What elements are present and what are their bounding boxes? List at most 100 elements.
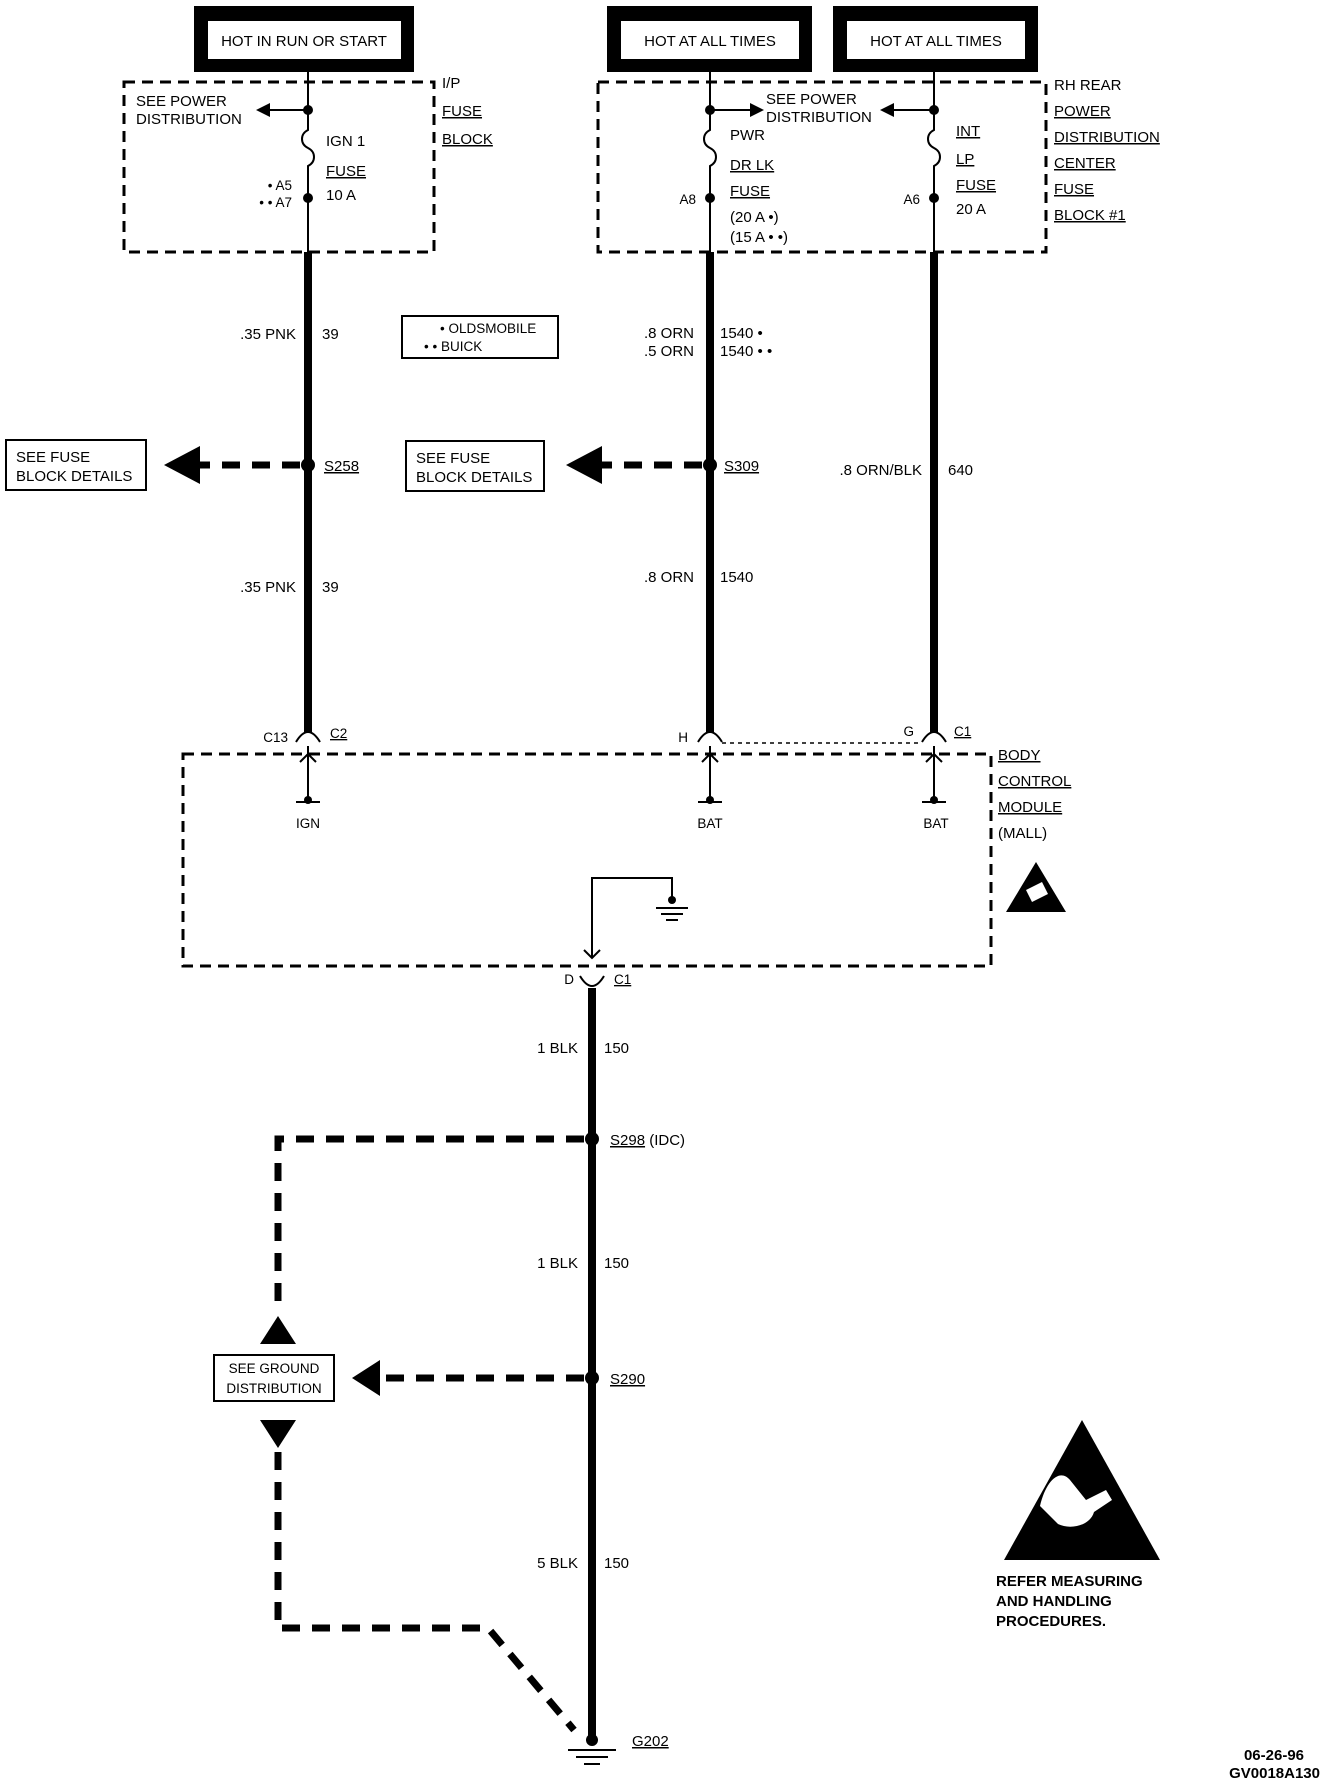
arrow-left-icon: [256, 103, 270, 117]
w640-num: 640: [948, 462, 973, 479]
bcm-ign: IGN: [296, 816, 320, 831]
rear-fuse-block: SEE POWER DISTRIBUTION PWR DR LK FUSE (2…: [596, 72, 1160, 254]
h-label: H: [678, 730, 688, 745]
header-ign-label: HOT IN RUN OR START: [221, 33, 387, 50]
footer-date: 06-26-96: [1244, 1747, 1304, 1764]
ip-pin-a7: • • A7: [259, 195, 292, 210]
header-int-box: HOT AT ALL TIMES: [833, 6, 1038, 72]
fuse-symbol-icon: [927, 110, 941, 198]
bcm-label-4: (MALL): [998, 825, 1047, 842]
w150-b-num: 150: [604, 1255, 629, 1272]
w150-c-num: 150: [604, 1555, 629, 1572]
rear-label-3: DISTRIBUTION: [1054, 129, 1160, 146]
w1540-b-color: .5 ORN: [644, 343, 694, 360]
rear-label-4: CENTER: [1054, 155, 1116, 172]
legend-olds: • OLDSMOBILE: [440, 321, 536, 336]
splice-s298: [585, 1132, 599, 1146]
rear-label-1: RH REAR: [1054, 77, 1122, 94]
g-label: G: [903, 724, 914, 739]
rear-label-2: POWER: [1054, 103, 1111, 120]
fuse-symbol-icon: [301, 110, 315, 198]
bcm-bat-2: BAT: [923, 816, 948, 831]
ip-see-power-1: SEE POWER: [136, 93, 227, 110]
w150-c-color: 5 BLK: [537, 1555, 578, 1572]
arrow-left-icon: [566, 446, 602, 484]
connector-c1-top-h: H: [678, 730, 723, 745]
legend-box: • OLDSMOBILE • • BUICK: [401, 315, 559, 359]
footer-code: GV0018A130: [1229, 1765, 1320, 1782]
ip-fuse-block: SEE POWER DISTRIBUTION IGN 1 FUSE 10 A •…: [122, 72, 493, 254]
esd-note-3: PROCEDURES.: [996, 1613, 1106, 1630]
w150-a-num: 150: [604, 1040, 629, 1057]
arrow-down-icon: [260, 1420, 296, 1448]
ip-label-3: BLOCK: [442, 131, 493, 148]
esd-warning-icon-large: [1004, 1420, 1160, 1560]
w1540-b-num: 1540 • •: [720, 343, 772, 360]
s258-label: S258: [324, 458, 359, 475]
esd-note-2: AND HANDLING: [996, 1593, 1112, 1610]
w150-a-color: 1 BLK: [537, 1040, 578, 1057]
arrow-left-icon: [880, 103, 894, 117]
pwr-fuse-2: DR LK: [730, 157, 774, 174]
w150-b-color: 1 BLK: [537, 1255, 578, 1272]
c1-bottom-label: C1: [614, 972, 631, 987]
ip-see-power-2: DISTRIBUTION: [136, 111, 242, 128]
int-fuse-3: FUSE: [956, 177, 996, 194]
g202-label: G202: [632, 1733, 669, 1750]
ip-fuse-word: FUSE: [326, 163, 366, 180]
arrow-left-icon: [164, 446, 200, 484]
rear-label-5: FUSE: [1054, 181, 1094, 198]
splice-s309: [703, 458, 717, 472]
bcm-label-3: MODULE: [998, 799, 1062, 816]
bcm-bat-1: BAT: [697, 816, 722, 831]
rear-see-power-1: SEE POWER: [766, 91, 857, 108]
fuse-details-mid-1: SEE FUSE: [416, 450, 490, 467]
rear-see-power-2: DISTRIBUTION: [766, 109, 872, 126]
c1-top-label: C1: [954, 724, 971, 739]
ground-ref-1: SEE GROUND: [229, 1361, 320, 1376]
ip-fuse-amps: 10 A: [326, 187, 356, 204]
splice-s290: [585, 1371, 599, 1385]
header-pwr-box: HOT AT ALL TIMES: [607, 6, 812, 72]
body-control-module: IGN BAT BAT BODY CONTROL MODULE (MALL): [181, 746, 1071, 968]
arrow-left-icon: [352, 1360, 380, 1396]
d-label: D: [564, 972, 574, 987]
int-fuse-2: LP: [956, 151, 974, 168]
arrow-up-icon: [260, 1316, 296, 1344]
int-fuse-1: INT: [956, 123, 980, 140]
pwr-fuse-5: (15 A • •): [730, 229, 788, 246]
w1540-a-color: .8 ORN: [644, 325, 694, 342]
ip-label-2: FUSE: [442, 103, 482, 120]
pin-a8: A8: [679, 192, 696, 207]
fuse-details-left-2: BLOCK DETAILS: [16, 468, 132, 485]
ip-pin-a5: • A5: [268, 178, 292, 193]
s309-label: S309: [724, 458, 759, 475]
ground-ref-2: DISTRIBUTION: [226, 1381, 321, 1396]
int-fuse-4: 20 A: [956, 201, 986, 218]
w39-lower-color: .35 PNK: [240, 579, 296, 596]
fuse-symbol-icon: [703, 110, 717, 198]
rear-label-6: BLOCK #1: [1054, 207, 1126, 224]
ground-g202-icon: [568, 1749, 616, 1765]
s298-note: (IDC): [649, 1132, 685, 1149]
pwr-fuse-4: (20 A •): [730, 209, 779, 226]
pwr-fuse-1: PWR: [730, 127, 765, 144]
fuse-details-mid-ref[interactable]: SEE FUSE BLOCK DETAILS: [405, 440, 545, 492]
fuse-details-left-1: SEE FUSE: [16, 449, 90, 466]
ground-icon: [656, 907, 688, 921]
bcm-label-2: CONTROL: [998, 773, 1071, 790]
esd-note-1: REFER MEASURING: [996, 1573, 1143, 1590]
fuse-details-left-ref[interactable]: SEE FUSE BLOCK DETAILS: [5, 439, 147, 491]
w640-color: .8 ORN/BLK: [839, 462, 922, 479]
connector-c2: C13 C2: [263, 726, 347, 745]
legend-buick: • • BUICK: [424, 339, 482, 354]
esd-warning-icon-small: [1006, 862, 1066, 912]
ground-distribution-ref[interactable]: SEE GROUND DISTRIBUTION: [213, 1354, 335, 1402]
ip-label-1: I/P: [442, 75, 460, 92]
pwr-fuse-3: FUSE: [730, 183, 770, 200]
header-int-label: HOT AT ALL TIMES: [870, 33, 1002, 50]
s298-label: S298: [610, 1132, 645, 1149]
ip-fuse-name: IGN 1: [326, 133, 365, 150]
header-pwr-label: HOT AT ALL TIMES: [644, 33, 776, 50]
